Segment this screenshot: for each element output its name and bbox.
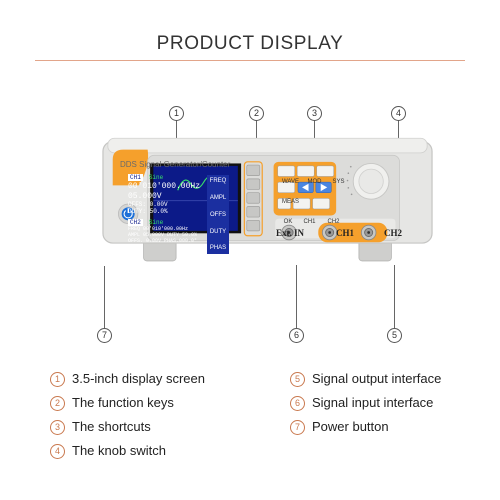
leader-line-5 — [394, 265, 395, 328]
ch1-tag: CH1 — [128, 174, 143, 181]
ch2-port-label: CH2 — [384, 228, 402, 238]
callout-3: 3 — [307, 106, 322, 121]
legend-item-6: 6 Signal input interface — [290, 395, 433, 411]
shortcut-ch2-button[interactable]: CH2 — [327, 219, 340, 225]
legend-number-2: 2 — [50, 396, 65, 411]
ch2-ampl-line: AMPL 05.000V DUTY 50.0% — [128, 232, 198, 238]
device-model-label: DDS Signal Generator/Counter — [120, 160, 231, 169]
function-keys-outline — [243, 161, 263, 237]
ch2-output-port — [360, 224, 377, 241]
legend-item-2: 2 The function keys — [50, 395, 174, 411]
legend-item-5: 5 Signal output interface — [290, 371, 441, 387]
legend-number-3: 3 — [50, 420, 65, 435]
shortcut-ok-button[interactable]: OK — [283, 219, 293, 225]
legend-text-4: The knob switch — [72, 443, 166, 458]
legend-number-4: 4 — [50, 444, 65, 459]
callout-2: 2 — [249, 106, 264, 121]
legend-text-2: The function keys — [72, 395, 174, 410]
arrow-right-button[interactable] — [327, 196, 346, 209]
legend-item-7: 7 Power button — [290, 419, 389, 435]
ch1-frequency-unit: Hz — [190, 182, 201, 191]
ext-in-port — [281, 224, 297, 241]
legend-text-6: Signal input interface — [312, 395, 434, 410]
ch1-wave: Sine — [148, 174, 164, 181]
callout-6: 6 — [289, 328, 304, 343]
legend-text-1: 3.5-inch display screen — [72, 371, 205, 386]
ch2-wave: Sine — [148, 219, 164, 226]
ch2-tag: CH2 — [128, 219, 143, 226]
legend-number-7: 7 — [290, 420, 305, 435]
function-key-ampl[interactable]: AMPL — [207, 192, 229, 209]
ch1-port-label: CH1 — [336, 228, 354, 238]
signal-generator-device — [102, 137, 433, 262]
function-key-offs[interactable]: OFFS — [207, 209, 229, 226]
legend-item-4: 4 The knob switch — [50, 443, 166, 459]
shortcut-wave-button[interactable]: WAVE — [281, 179, 299, 185]
shortcut-mod-button[interactable]: MOD — [307, 179, 322, 185]
legend-text-7: Power button — [312, 419, 389, 434]
arrow-left-button[interactable] — [305, 196, 324, 209]
ch1-frequency: 00'010'000.00 — [128, 182, 191, 191]
ch2-freq-line: FREQ 00'010'000.00Hz — [128, 226, 189, 232]
title-underline — [35, 60, 465, 61]
legend-number-5: 5 — [290, 372, 305, 387]
function-key-duty[interactable]: DUTY — [207, 226, 229, 243]
ch1-amplitude: 05.000V — [128, 192, 162, 201]
display-screen-text: CH1 Sine 00'010'000.00Hz 05.000V OFFS: 0… — [128, 174, 230, 252]
legend-item-1: 1 3.5-inch display screen — [50, 371, 205, 387]
leader-line-6 — [296, 265, 297, 328]
shortcut-sys-button[interactable]: SYS — [332, 179, 345, 185]
page-title: PRODUCT DISPLAY — [156, 33, 344, 54]
callout-7: 7 — [97, 328, 112, 343]
ch1-duty: DUTY: 50.0% — [128, 208, 168, 215]
legend-text-3: The shortcuts — [72, 419, 151, 434]
ch1-output-port — [321, 224, 338, 241]
callout-5: 5 — [387, 328, 402, 343]
legend-number-1: 1 — [50, 372, 65, 387]
ch2-offs-line: OFFS. 0.00V PHAS.000.0° — [128, 238, 198, 244]
legend-item-3: 3 The shortcuts — [50, 419, 151, 435]
shortcut-meas-button[interactable]: MEAS — [281, 199, 299, 205]
ext-in-label: Ext. IN — [276, 228, 305, 238]
function-key-freq[interactable]: FREQ — [207, 175, 229, 192]
callout-1: 1 — [169, 106, 184, 121]
ch1-offset: OFFS: 0.00V — [128, 201, 168, 208]
leader-line-7 — [104, 266, 105, 328]
legend-number-6: 6 — [290, 396, 305, 411]
callout-4: 4 — [391, 106, 406, 121]
function-key-phas[interactable]: PHAS — [207, 243, 229, 254]
legend-text-5: Signal output interface — [312, 371, 442, 386]
function-key-labels: FREQ AMPL OFFS DUTY PHAS — [207, 175, 229, 254]
shortcut-ch1-button[interactable]: CH1 — [303, 219, 316, 225]
